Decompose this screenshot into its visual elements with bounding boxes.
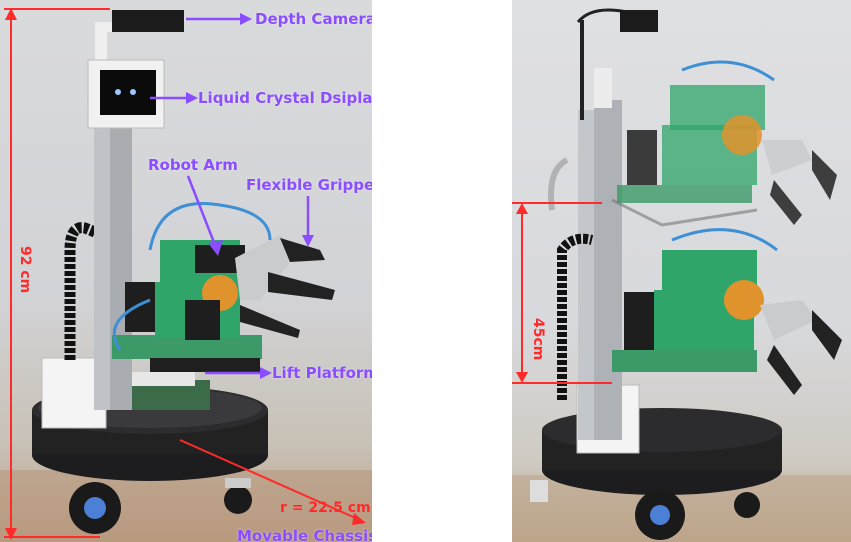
robot-illustration-left (0, 8, 372, 542)
flexible-gripper-label: Flexible Gripper (246, 176, 372, 194)
radius-label: r = 22.5 cm (280, 500, 371, 516)
height-label: 92 cm (17, 246, 33, 294)
movable-chassis-label: Movable Chassis (237, 527, 372, 542)
lcd-label: Liquid Crystal Dsiplay (198, 89, 372, 107)
depth-camera-label: Depth Camera (255, 10, 372, 28)
lift-platform-label: Lift Platform (272, 364, 372, 382)
robot-photo-right: 45cm (512, 0, 851, 542)
robot-arm-label: Robot Arm (148, 156, 238, 174)
lift-range-label: 45cm (530, 318, 546, 361)
robot-illustration-right (512, 8, 851, 542)
robot-photo-left: Depth Camera Liquid Crystal Dsiplay Robo… (0, 0, 372, 542)
